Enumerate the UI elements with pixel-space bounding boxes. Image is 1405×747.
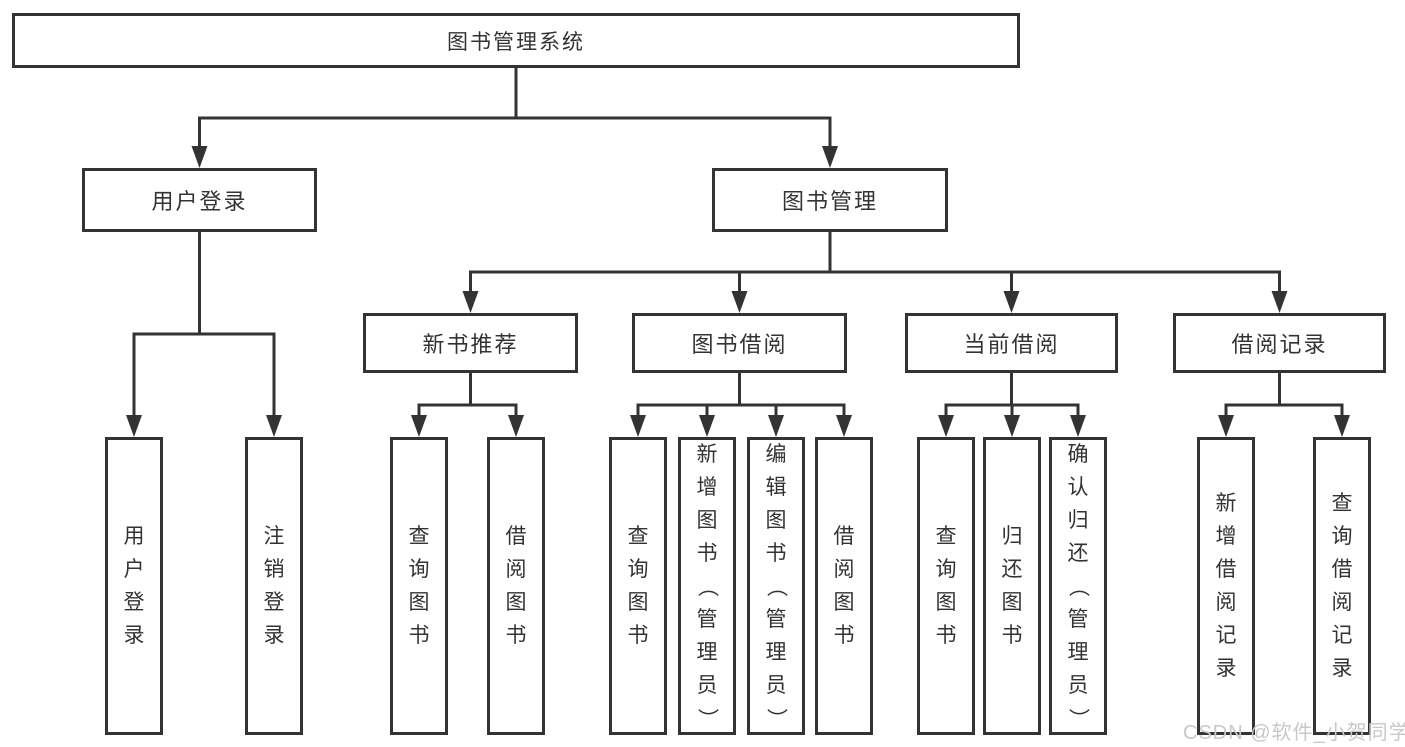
leaf-user-login: 用户登录 (105, 437, 163, 735)
connector-book-borrow (630, 371, 852, 437)
node-new-book-recommendation: 新书推荐 (363, 313, 578, 373)
node-book-management: 图书管理 (712, 168, 948, 232)
connector-book-mgmt (462, 230, 1288, 313)
arrowhead (191, 146, 208, 168)
leaf-confirm-return-admin: 确认归还（管理员） (1049, 437, 1107, 735)
leaf-query-books-borrow: 查询图书 (609, 437, 667, 735)
node-library-management-system: 图书管理系统 (12, 13, 1020, 68)
node-book-borrowing: 图书借阅 (632, 313, 847, 373)
arrowhead (1218, 415, 1234, 437)
arrowhead (1004, 415, 1020, 437)
arrowhead (508, 415, 524, 437)
connector-root (191, 66, 838, 168)
arrowhead (822, 146, 838, 168)
arrowhead (938, 415, 954, 437)
arrowhead (126, 415, 142, 437)
arrowhead (266, 415, 282, 437)
node-user-login: 用户登录 (82, 168, 317, 232)
arrowhead (836, 415, 852, 437)
arrowhead (1271, 291, 1288, 313)
connector-borrow-records (1218, 371, 1350, 437)
connector-new-books (411, 371, 524, 437)
arrowhead (462, 291, 479, 313)
leaf-query-books-current: 查询图书 (917, 437, 975, 735)
leaf-add-books-admin: 新增图书（管理员） (678, 437, 736, 735)
arrowhead (1070, 415, 1086, 437)
leaf-query-books-new: 查询图书 (390, 437, 448, 735)
leaf-logout: 注销登录 (245, 437, 303, 735)
arrowhead (411, 415, 427, 437)
arrowhead (630, 415, 646, 437)
leaf-borrow-books-new: 借阅图书 (487, 437, 545, 735)
arrowhead (1003, 291, 1020, 313)
connector-user-login (126, 230, 282, 437)
leaf-borrow-books: 借阅图书 (815, 437, 873, 735)
node-current-borrowing: 当前借阅 (905, 313, 1118, 373)
arrowhead (1334, 415, 1350, 437)
connector-current-borrow (938, 371, 1086, 437)
csdn-watermark: CSDN @软件_小贺同学 (1183, 722, 1405, 744)
arrowhead (768, 415, 784, 437)
leaf-edit-books-admin: 编辑图书（管理员） (747, 437, 805, 735)
node-borrowing-records: 借阅记录 (1173, 313, 1386, 373)
leaf-return-books: 归还图书 (983, 437, 1041, 735)
arrowhead (731, 291, 748, 313)
leaf-query-borrow-record: 查询借阅记录 (1313, 437, 1371, 735)
leaf-add-borrow-record: 新增借阅记录 (1197, 437, 1255, 735)
arrowhead (699, 415, 715, 437)
